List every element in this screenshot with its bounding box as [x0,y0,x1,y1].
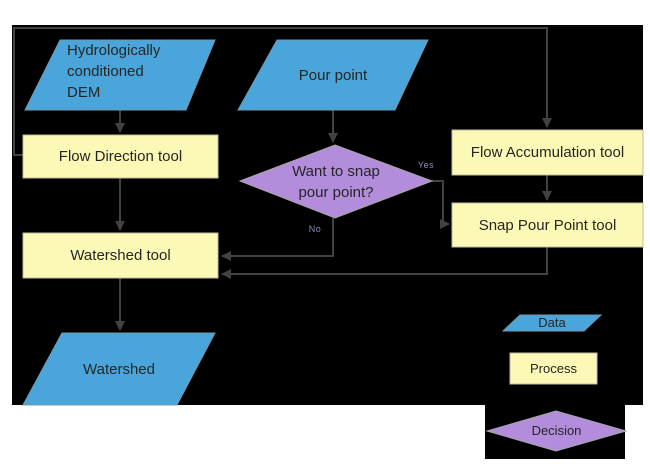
watershed-parallelogram [22,332,216,406]
pour-point-parallelogram [237,39,429,111]
snap-pour-point-rect [451,202,644,248]
watershed-tool-rect [22,232,219,279]
connector-snap-pour-point-to-watershed-tool [221,247,548,279]
connector-flow-direction-to-flow-accumulation [13,27,552,156]
legend-process-rect [509,352,598,385]
legend-decision-diamond [485,410,628,452]
flow-direction-rect [22,134,219,179]
decision-diamond [238,144,434,219]
dem-parallelogram [24,39,216,111]
connector-decision-yes-to-snap-pour-point [432,180,450,229]
connector-decision-no-to-watershed-tool [221,218,334,261]
legend-data-parallelogram [501,314,603,332]
connector-group [13,27,552,331]
flow-accumulation-rect [451,129,644,176]
